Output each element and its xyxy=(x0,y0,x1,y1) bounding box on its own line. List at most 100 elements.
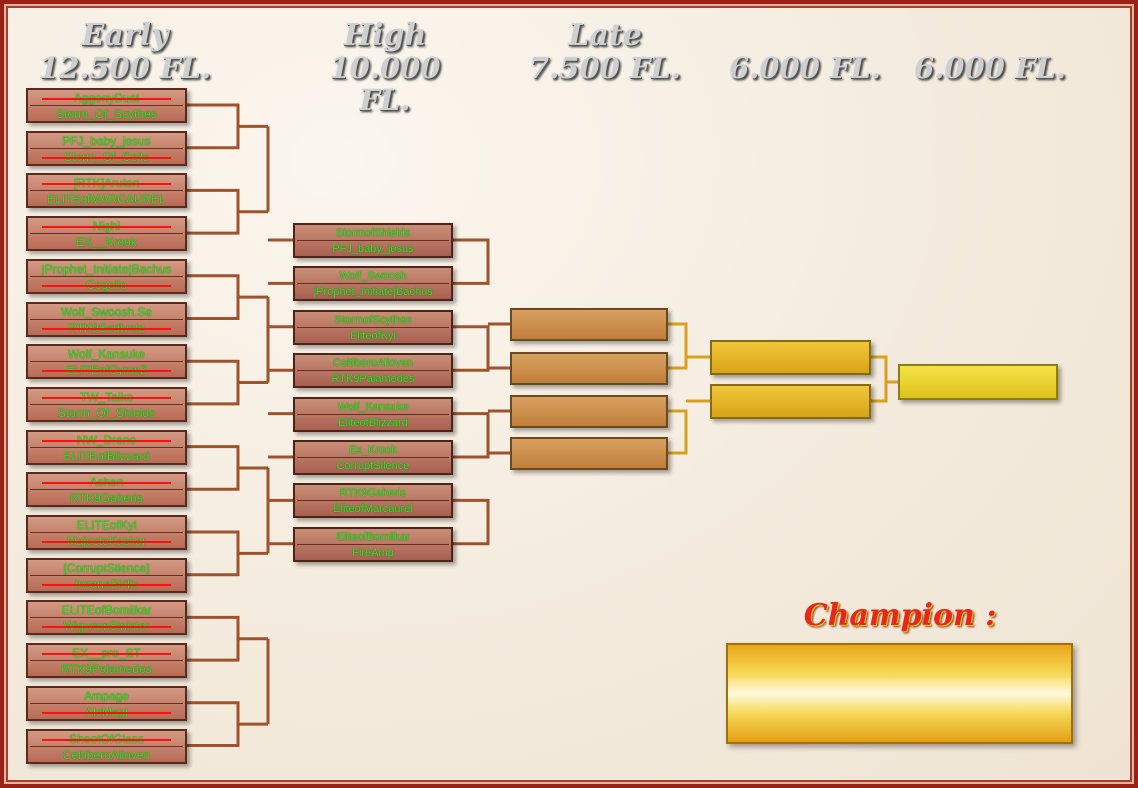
player-name: Wolf_Swoosh.Se xyxy=(60,304,153,319)
player-name: EliteofBlizzard xyxy=(338,416,408,429)
player-name: ELITEofBomilkar xyxy=(61,603,152,618)
round-name: Early xyxy=(81,18,169,53)
round1-match[interactable]: EX__pro_ST RTK9Palamedes xyxy=(26,643,187,679)
round-name: High xyxy=(343,18,427,53)
player-name: EliteofBomilkar xyxy=(336,530,410,543)
round3-slot[interactable] xyxy=(510,437,668,470)
round-name: Late xyxy=(568,18,642,53)
prize-amount: 6.000 FL. xyxy=(914,51,1066,85)
player-name: AggonyDust xyxy=(28,91,185,105)
player-name: StormofShields xyxy=(335,227,411,239)
player-name: EliteofKyl xyxy=(350,329,396,342)
player-name: RTK9Gaheris xyxy=(339,487,407,500)
player-name: |Prophet_Initiate|Bachus xyxy=(313,286,433,299)
player-name: ELITEofCyrusZ xyxy=(28,363,185,377)
player-name: PFJ_baby_jesus xyxy=(62,133,151,148)
player-name: Wolf_Swoosh xyxy=(339,270,407,283)
champion-slot[interactable] xyxy=(726,643,1073,744)
bracket-connector xyxy=(187,615,240,662)
player-name: WigwamSinister xyxy=(28,619,185,633)
round4-slot[interactable] xyxy=(710,340,871,375)
round-header-4: 6.000 FL. xyxy=(720,20,890,84)
bracket-connector xyxy=(871,355,888,403)
player-name: StormofScythes xyxy=(334,313,412,326)
round2-match[interactable]: Wolf_Swoosh |Prophet_Initiate|Bachus xyxy=(293,266,453,302)
bracket-connector xyxy=(668,322,688,370)
bracket-connector xyxy=(187,530,240,577)
prize-amount: 10.000 FL. xyxy=(329,51,441,117)
player-name: AlcMagi xyxy=(28,705,185,719)
bracket-connector xyxy=(187,188,240,235)
player-name: RTK9Gaheris xyxy=(70,491,143,506)
player-name: Wolf_Kansuke xyxy=(67,347,146,362)
player-name: Ampage xyxy=(84,688,129,703)
prize-amount: 6.000 FL. xyxy=(729,51,881,85)
round-header-5: 6.000 FL. xyxy=(905,20,1075,84)
final-slot[interactable] xyxy=(898,364,1058,400)
player-name: CeltiberoAlloven xyxy=(332,357,414,370)
player-name: RTK9Palamedes xyxy=(331,373,415,386)
round3-slot[interactable] xyxy=(510,308,668,341)
player-name: NW_Dreno xyxy=(28,433,185,447)
player-name: ELITEofMARCAUREL xyxy=(47,192,166,207)
player-name: Wolf_Kansuke xyxy=(337,400,409,413)
player-name: Nighl xyxy=(28,219,185,233)
player-name: Ex_Krook xyxy=(349,444,397,456)
player-name: ELITEofBlizzard xyxy=(63,448,150,463)
bracket-connector xyxy=(453,498,490,546)
player-name: EX__pro_ST xyxy=(28,646,185,660)
bracket-connector xyxy=(187,103,240,150)
bracket-connector xyxy=(187,701,240,747)
round3-slot[interactable] xyxy=(510,395,668,428)
prize-amount: 7.500 FL. xyxy=(529,51,681,85)
player-name: FireAmp xyxy=(352,546,394,559)
player-name: Storm_Of_Scythes xyxy=(56,107,157,121)
round3-slot[interactable] xyxy=(510,352,668,385)
round4-slot[interactable] xyxy=(710,384,871,419)
player-name: EliteofMarcaurel xyxy=(333,503,413,516)
round-name xyxy=(720,20,890,52)
player-name: ELITEofKyl xyxy=(76,518,137,532)
player-name: |Prophet_Initiate|Bachus xyxy=(41,261,172,276)
player-name: MajesteKaskar xyxy=(28,534,185,548)
bracket-connector xyxy=(668,409,688,455)
champion-title: Champion : xyxy=(803,598,997,633)
player-name: RTK9Palamedes xyxy=(61,662,152,677)
player-name: [RTK]Aruton xyxy=(28,176,185,190)
player-name: Ashen xyxy=(28,475,185,489)
player-name: CeltiberoAlloven xyxy=(62,747,151,762)
player-name: Storm_Of_Coils xyxy=(28,150,185,164)
player-name: TW_Taiko xyxy=(28,390,185,404)
bracket-connector xyxy=(453,412,490,459)
player-name: Storm_Of_Shields xyxy=(57,405,156,420)
round1-match[interactable]: [CorruptSilence]InsaneSkills xyxy=(26,557,187,593)
bracket-connector xyxy=(187,445,240,491)
bracket-connector xyxy=(453,238,490,285)
bracket-connector xyxy=(187,274,240,320)
bracket-connector xyxy=(187,359,240,406)
